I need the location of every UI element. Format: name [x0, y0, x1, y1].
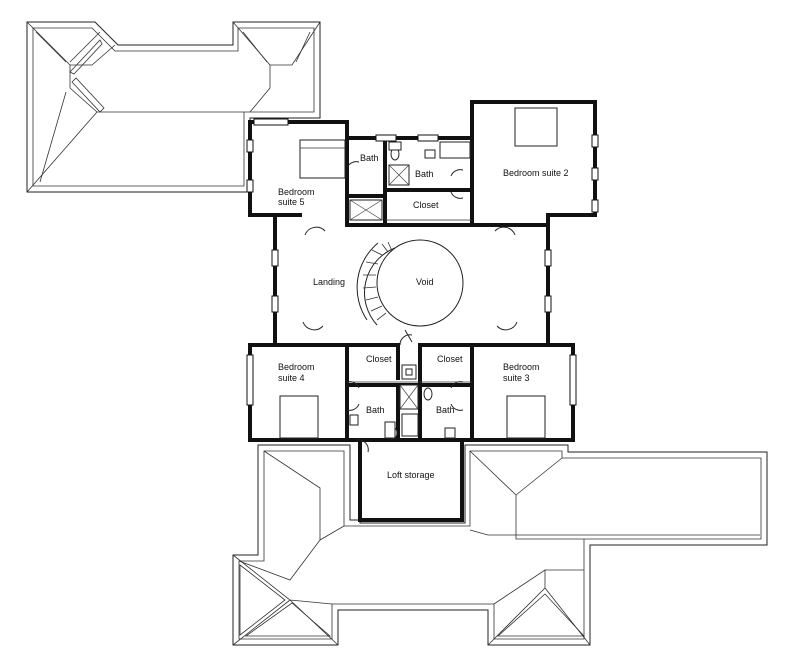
label-bedroom-suite-5-line1: Bedroom [278, 187, 315, 197]
label-bedroom-suite-2: Bedroom suite 2 [503, 168, 569, 178]
doors [302, 161, 518, 453]
interior-walls [248, 136, 550, 442]
label-bedroom-suite-3-line1: Bedroom [503, 362, 540, 372]
label-void: Void [416, 277, 434, 287]
label-bedroom-suite-4-line1: Bedroom [278, 362, 315, 372]
roof-south [232, 444, 768, 646]
label-bath-n: Bath [415, 169, 434, 179]
label-closet-se: Closet [437, 354, 463, 364]
label-bath-nw: Bath [360, 153, 379, 163]
label-bath-se: Bath [436, 405, 455, 415]
label-bedroom-suite-5-line2: suite 5 [278, 197, 305, 207]
stair-and-void [356, 239, 464, 327]
label-closet-sw: Closet [366, 354, 392, 364]
windows [246, 118, 599, 406]
label-bath-sw: Bath [366, 405, 385, 415]
label-bedroom-suite-4-line2: suite 4 [278, 373, 305, 383]
label-bedroom-suite-3-line2: suite 3 [503, 373, 530, 383]
label-loft-storage: Loft storage [387, 470, 435, 480]
label-closet-n: Closet [413, 200, 439, 210]
label-landing: Landing [313, 277, 345, 287]
room-labels: Bedroom suite 5 Bedroom suite 2 Bath Bat… [278, 153, 569, 480]
fixtures [279, 107, 558, 440]
roof-northwest [26, 21, 321, 193]
